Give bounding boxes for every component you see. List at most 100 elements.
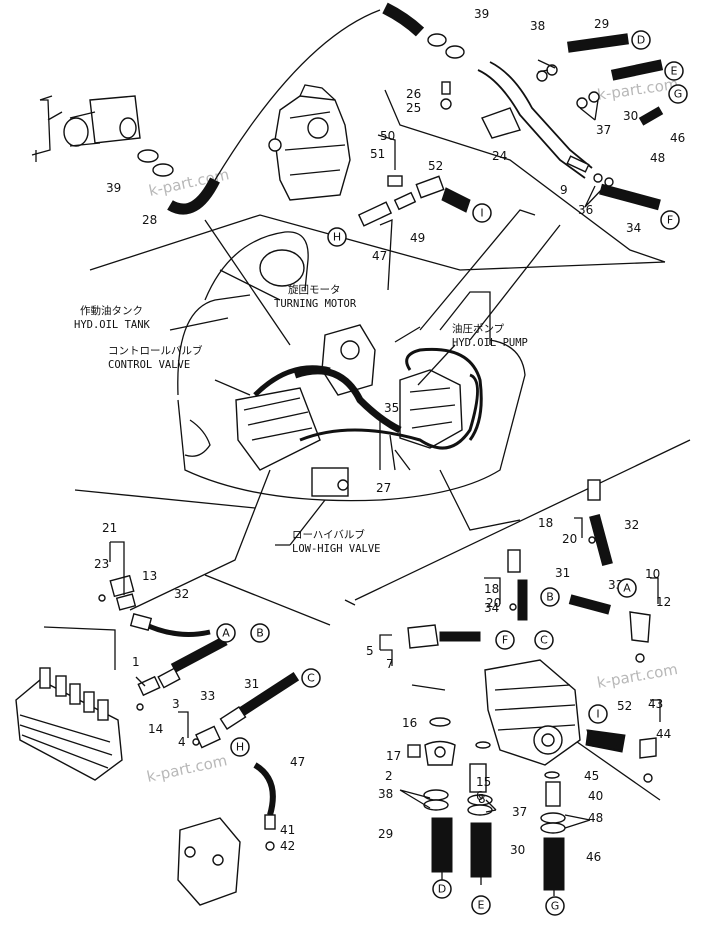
callout-45: 45 bbox=[584, 769, 599, 783]
callout-52: 52 bbox=[617, 699, 632, 713]
pump-lower-fittings bbox=[407, 717, 566, 834]
component-labels: 作動油タンク HYD.OIL TANK 旋回モータ TURNING MOTOR … bbox=[74, 283, 528, 555]
callout-17: 17 bbox=[386, 749, 401, 763]
connector-h: H bbox=[230, 737, 250, 757]
connector-e: E bbox=[664, 61, 684, 81]
connector-letter: G bbox=[674, 88, 683, 101]
callout-41: 41 bbox=[280, 823, 295, 837]
connector-i: I bbox=[472, 203, 492, 223]
connector-h: H bbox=[327, 227, 347, 247]
connector-d: D bbox=[631, 30, 651, 50]
connector-letter: H bbox=[333, 231, 341, 244]
callout-39: 39 bbox=[106, 181, 121, 195]
callout-36: 36 bbox=[578, 203, 593, 217]
callout-30: 30 bbox=[510, 843, 525, 857]
callout-numbers: 1234567891012131415161718182020212324252… bbox=[94, 7, 685, 864]
callout-51: 51 bbox=[370, 147, 385, 161]
connector-circle bbox=[250, 623, 270, 643]
callout-16: 16 bbox=[402, 716, 417, 730]
connector-letter: H bbox=[236, 741, 244, 754]
connector-letter: I bbox=[596, 708, 599, 721]
callout-42: 42 bbox=[280, 839, 295, 853]
callout-43: 43 bbox=[648, 697, 663, 711]
callout-52: 52 bbox=[428, 159, 443, 173]
callout-20: 20 bbox=[486, 596, 501, 610]
connector-f: F bbox=[495, 630, 515, 650]
callout-48: 48 bbox=[650, 151, 665, 165]
hose-31-left bbox=[219, 671, 300, 730]
connector-g: G bbox=[545, 896, 565, 916]
callout-37: 37 bbox=[512, 805, 527, 819]
callout-27: 27 bbox=[376, 481, 391, 495]
callout-9: 9 bbox=[560, 183, 568, 197]
hoses-29-30-46-bottom bbox=[431, 817, 565, 896]
frame-line bbox=[384, 89, 666, 263]
hyd-tank-detail bbox=[31, 95, 141, 162]
connector-circle bbox=[588, 704, 608, 724]
connector-circle bbox=[545, 896, 565, 916]
callout-40: 40 bbox=[588, 789, 603, 803]
callout-48: 48 bbox=[588, 811, 603, 825]
connector-circle bbox=[631, 30, 651, 50]
section-frame bbox=[43, 489, 331, 670]
connector-letter: A bbox=[623, 582, 631, 595]
control-valve-detail bbox=[15, 667, 123, 781]
connector-a: A bbox=[617, 578, 637, 598]
connector-i: I bbox=[588, 704, 608, 724]
hyd-oil-pump-label-jp: 油圧ポンプ bbox=[452, 322, 505, 335]
callout-44: 44 bbox=[656, 727, 671, 741]
connector-letter: I bbox=[480, 207, 483, 220]
callout-32: 32 bbox=[174, 587, 189, 601]
callout-47: 47 bbox=[290, 755, 305, 769]
fittings-upper bbox=[357, 175, 471, 227]
connector-e: E bbox=[471, 895, 491, 915]
connector-d: D bbox=[432, 879, 452, 899]
hyd-oil-pump-label-en: HYD.OIL PUMP bbox=[452, 337, 528, 349]
connector-letter: D bbox=[637, 34, 645, 47]
hose-29 bbox=[567, 33, 629, 53]
connector-circle bbox=[660, 210, 680, 230]
fittings-left bbox=[98, 574, 221, 749]
callout-12: 12 bbox=[656, 595, 671, 609]
pump-detail bbox=[484, 659, 581, 766]
callout-15: 15 bbox=[476, 775, 491, 789]
watermark: k-part.com bbox=[596, 75, 679, 104]
hose-34-top bbox=[566, 59, 664, 211]
turning-motor-label-jp: 旋回モータ bbox=[288, 283, 341, 296]
callout-24: 24 bbox=[492, 149, 507, 163]
connector-circle bbox=[495, 630, 515, 650]
connector-circle bbox=[432, 879, 452, 899]
machine-overview bbox=[89, 214, 666, 502]
callout-23: 23 bbox=[94, 557, 109, 571]
connector-letter: D bbox=[438, 883, 446, 896]
callout-1: 1 bbox=[132, 655, 140, 669]
callout-18: 18 bbox=[484, 582, 499, 596]
connector-f: F bbox=[660, 210, 680, 230]
fitting-52-bottom bbox=[586, 729, 622, 751]
connector-circle bbox=[540, 587, 560, 607]
callout-7: 7 bbox=[386, 657, 394, 671]
low-high-valve-label-en: LOW-HIGH VALVE bbox=[292, 543, 381, 555]
pipe-24 bbox=[440, 61, 593, 179]
callout-25: 25 bbox=[406, 101, 421, 115]
control-valve-label-jp: コントロールバルブ bbox=[108, 344, 203, 357]
callout-leaders bbox=[109, 59, 661, 829]
callout-4: 4 bbox=[178, 735, 186, 749]
connector-letter: B bbox=[546, 591, 554, 604]
callout-28: 28 bbox=[142, 213, 157, 227]
callout-8: 8 bbox=[478, 792, 486, 806]
callout-32: 32 bbox=[624, 518, 639, 532]
section-frame bbox=[344, 439, 691, 801]
hose-47-left bbox=[253, 762, 276, 851]
control-valve-label-en: CONTROL VALVE bbox=[108, 359, 190, 371]
callout-35: 35 bbox=[384, 401, 399, 415]
callout-49: 49 bbox=[410, 231, 425, 245]
connector-circle bbox=[471, 895, 491, 915]
connector-circle bbox=[534, 630, 554, 650]
callout-2: 2 bbox=[385, 769, 393, 783]
connector-g: G bbox=[668, 84, 688, 104]
callout-33: 33 bbox=[200, 689, 215, 703]
turning-motor-detail bbox=[268, 84, 351, 201]
connector-letter: G bbox=[551, 900, 560, 913]
